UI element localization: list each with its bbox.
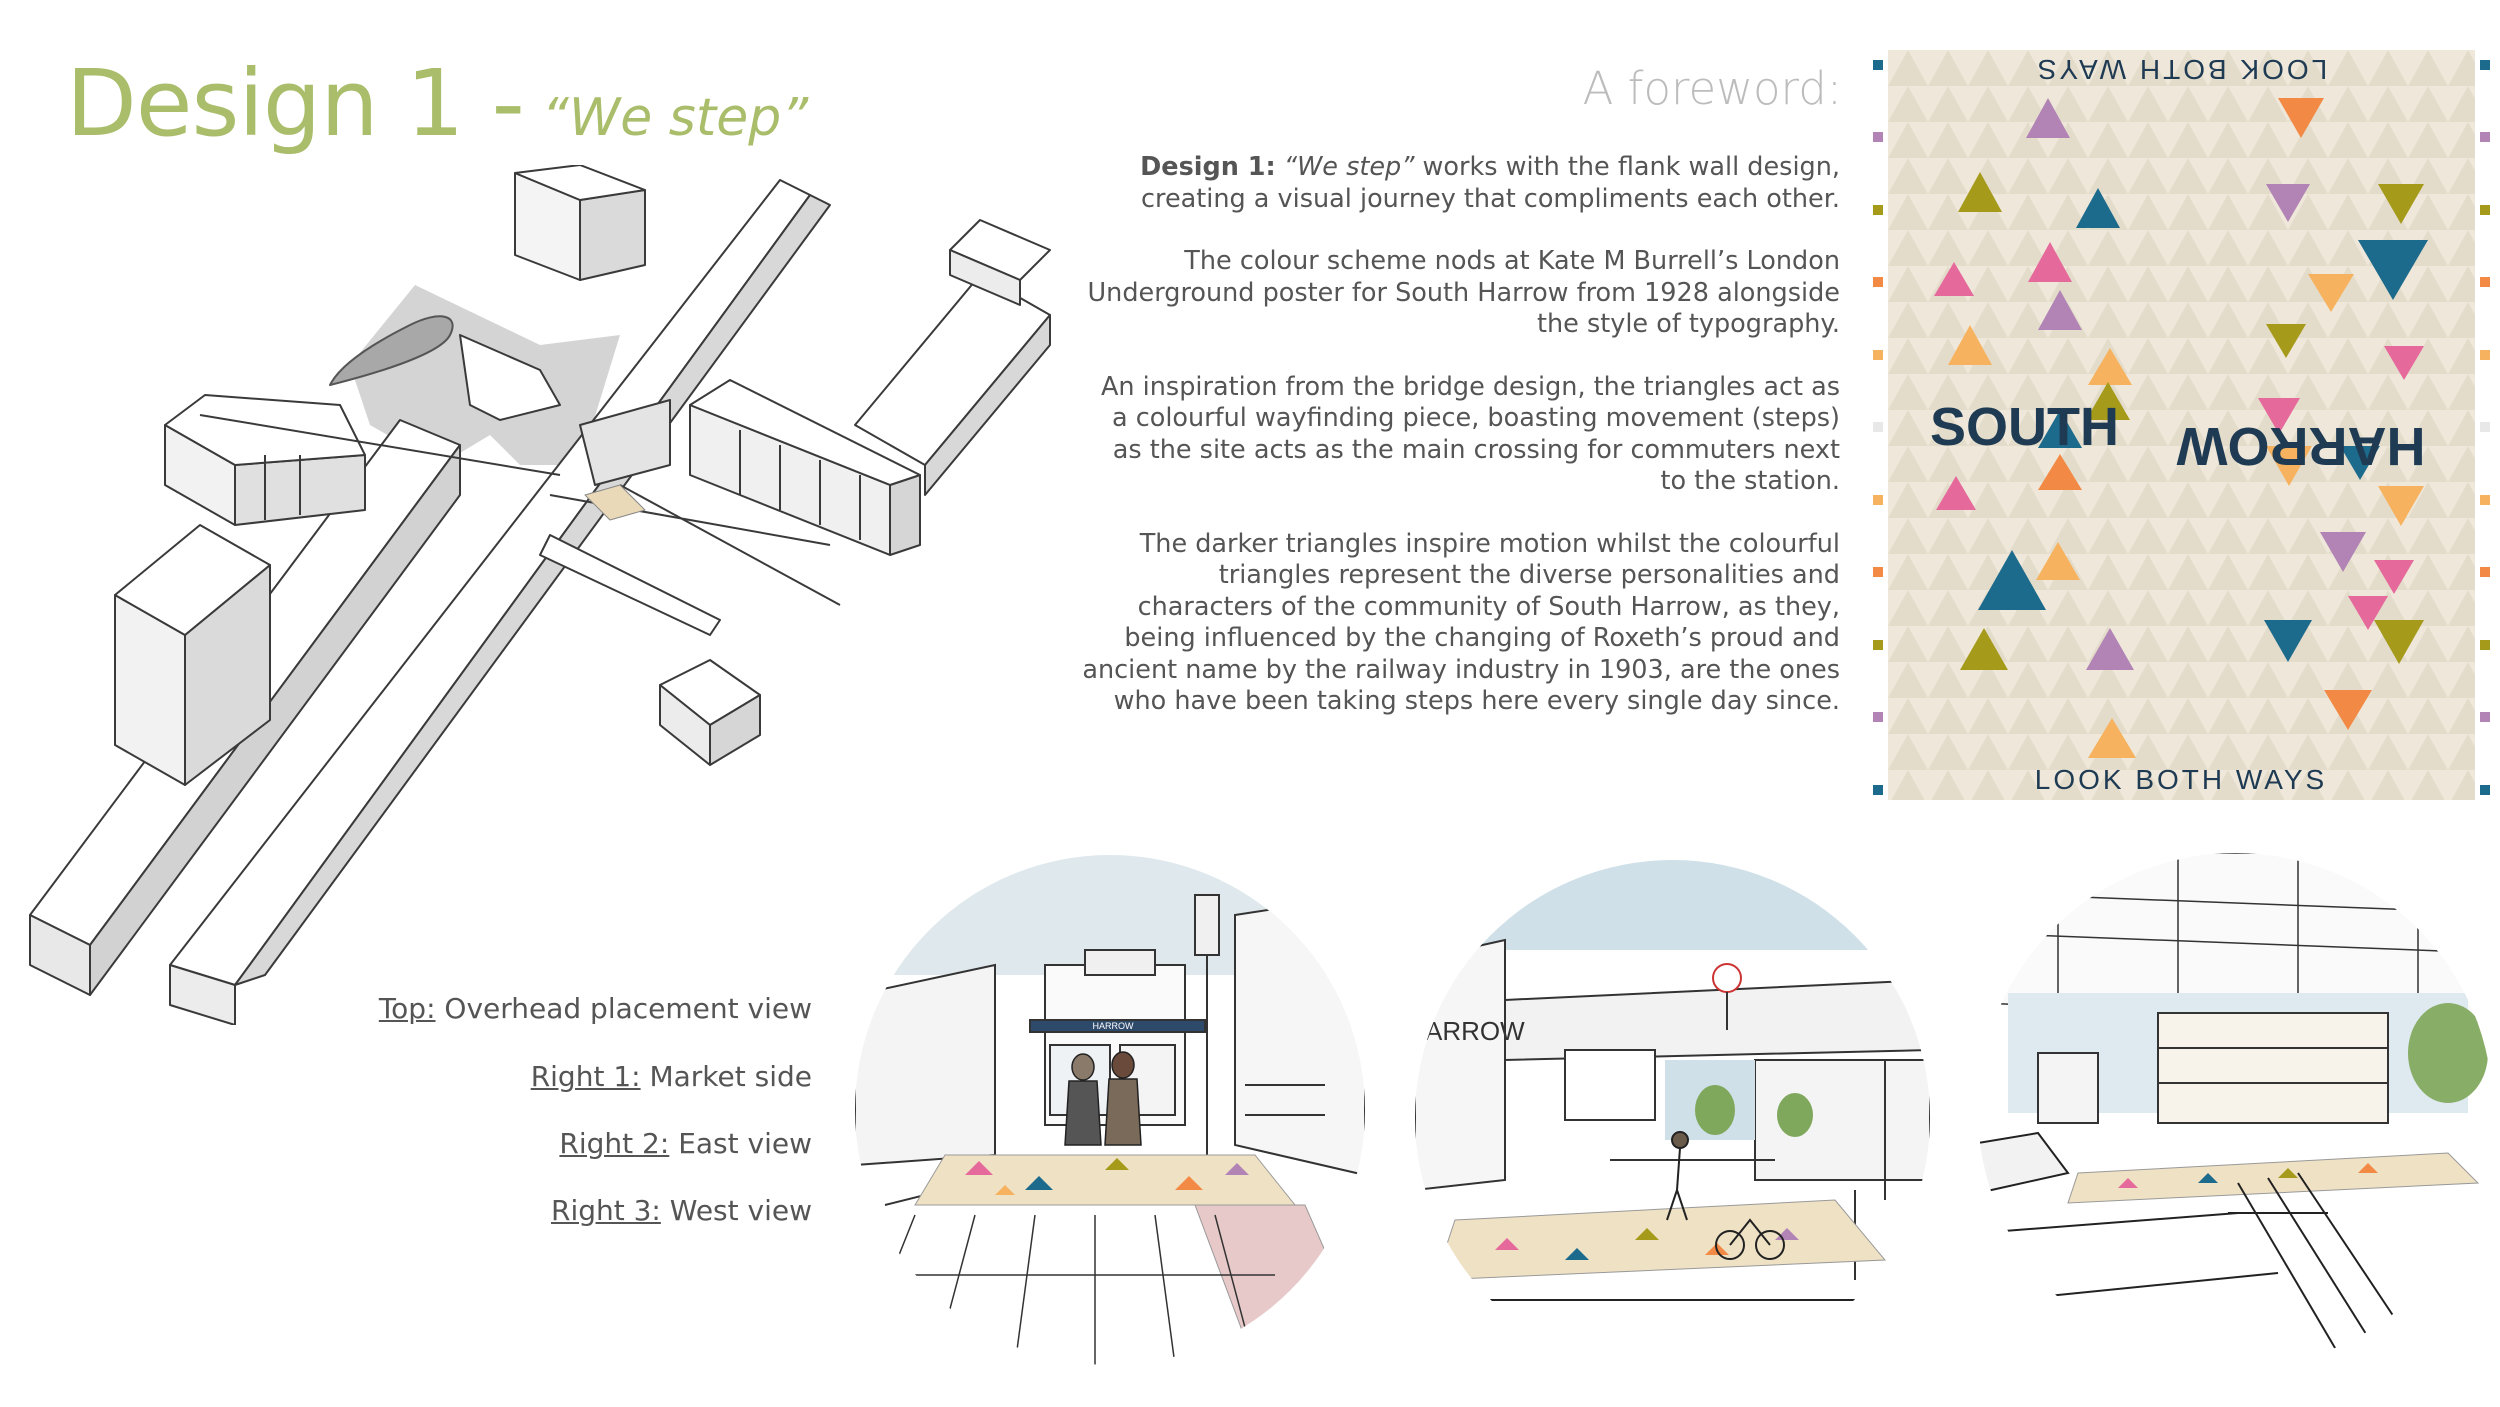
poster-triangle	[2038, 290, 2082, 330]
legend-top-key: Top:	[378, 992, 436, 1025]
poster-triangle	[2036, 542, 2080, 580]
legend-right-3-value: West view	[660, 1194, 812, 1227]
poster-triangle	[2374, 560, 2414, 594]
poster-triangle	[2266, 446, 2312, 486]
poster-left-markers	[1873, 60, 1883, 800]
poster-triangle	[2076, 188, 2120, 228]
poster-triangle	[2374, 620, 2424, 664]
legend-right-1: Right 1: Market side	[531, 1060, 812, 1093]
legend-right-3: Right 3: West view	[551, 1194, 812, 1227]
poster-triangle	[2378, 184, 2424, 224]
poster-bottom-text: LOOK BOTH WAYS	[2035, 764, 2327, 795]
poster-right-markers	[2480, 60, 2490, 800]
poster-triangle	[2086, 382, 2130, 420]
poster-triangle	[2086, 628, 2134, 670]
poster-triangle	[2324, 690, 2372, 730]
poster-triangle	[2258, 398, 2300, 434]
poster-triangle	[2028, 242, 2072, 282]
foreword-paragraph-4: The darker triangles inspire motion whil…	[1082, 528, 1840, 717]
poster-triangle	[2026, 98, 2070, 138]
page-title: Design 1 - “We step”	[66, 50, 808, 157]
east-sign-text: ARROW	[1425, 1016, 1525, 1046]
poster-triangle	[2378, 486, 2424, 526]
poster-triangle	[2320, 532, 2366, 572]
foreword-design-name: “We step”	[1275, 152, 1415, 182]
foreword-body: Design 1: “We step” works with the flank…	[1080, 152, 1840, 749]
title-subtitle: “We step”	[541, 88, 809, 148]
legend-right-2-value: East view	[669, 1127, 812, 1160]
foreword-paragraph-1: Design 1: “We step” works with the flank…	[1080, 152, 1840, 215]
poster-top-text: LOOK BOTH WAYS	[2035, 54, 2327, 85]
poster-triangle	[2278, 98, 2324, 138]
poster-triangle	[2264, 620, 2312, 662]
legend-right-3-key: Right 3:	[550, 1194, 661, 1227]
poster-triangle	[2358, 240, 2428, 300]
poster-triangle	[2088, 718, 2136, 758]
poster-harrow-text: HARROW	[2176, 416, 2425, 476]
poster-triangle	[1978, 550, 2046, 610]
title-main: Design 1 -	[66, 50, 525, 157]
poster-triangle	[1934, 262, 1974, 296]
legend-top: Top: Overhead placement view	[379, 992, 812, 1025]
overhead-placement-drawing	[29, 165, 1051, 1025]
poster-triangle	[1960, 628, 2008, 670]
poster-triangle	[1948, 325, 1992, 365]
legend-right-2: Right 2: East view	[559, 1127, 812, 1160]
east-view: ARROW	[1415, 860, 1930, 1375]
market-side-view: HARROW	[855, 855, 1365, 1365]
poster-triangle	[1936, 476, 1976, 510]
poster-triangle	[2038, 410, 2082, 448]
poster-triangle	[2308, 274, 2354, 312]
poster-triangle	[2088, 348, 2132, 385]
foreword-design-label: Design 1:	[1140, 152, 1276, 182]
crossing-poster: LOOK BOTH WAYS LOOK BOTH WAYS SOUTH HARR…	[1888, 50, 2475, 800]
legend-right-1-key: Right 1:	[530, 1060, 641, 1093]
legend-right-2-key: Right 2:	[559, 1127, 670, 1160]
foreword-paragraph-2: The colour scheme nods at Kate M Burrell…	[1087, 246, 1840, 339]
foreword-paragraph-3: An inspiration from the bridge design, t…	[1100, 371, 1840, 497]
poster-triangle	[2266, 324, 2306, 358]
market-sign-text: HARROW	[1093, 1021, 1135, 1031]
foreword-intro-text: works with the flank wall design, creati…	[1141, 152, 1840, 214]
west-view	[1978, 853, 2493, 1368]
poster-triangle	[2340, 446, 2380, 480]
poster-triangle	[2348, 596, 2388, 630]
poster-triangle	[2384, 346, 2424, 380]
poster-triangle	[1958, 172, 2002, 212]
legend-right-1-value: Market side	[640, 1060, 812, 1093]
poster-triangle	[2038, 454, 2082, 490]
legend-top-value: Overhead placement view	[435, 992, 812, 1025]
poster-south-text: SOUTH	[1930, 397, 2119, 457]
poster-triangle	[2266, 184, 2310, 222]
poster-background	[1888, 50, 2475, 800]
foreword-heading: A foreword:	[1582, 62, 1842, 115]
